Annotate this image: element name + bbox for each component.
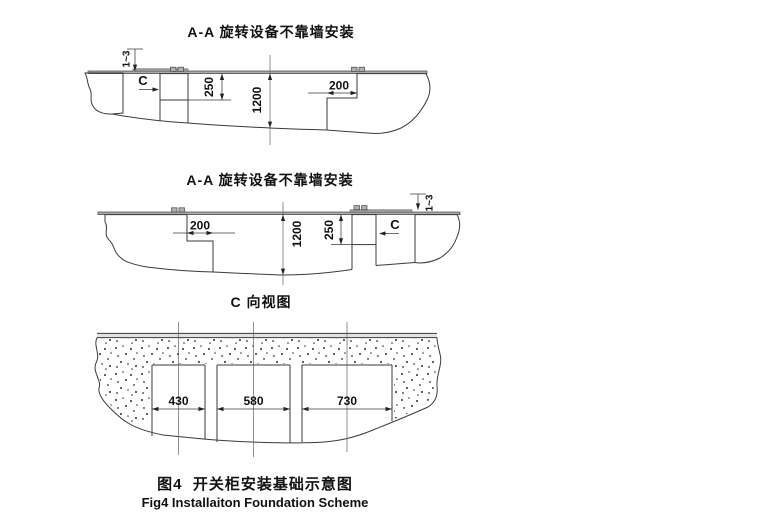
dim-foundation-depth: 1200 [280, 202, 304, 285]
concrete-outline [94, 337, 442, 444]
dim-pier-depth: 250 [322, 214, 344, 245]
anchor-bolt-icon [178, 207, 185, 213]
anchor-bolt-icon [358, 66, 365, 72]
figure-caption: 图4 开关柜安装基础示意图 Fig4 Installaiton Foundati… [85, 476, 425, 511]
stipple-fill [98, 338, 439, 424]
anchor-bolt-icon [170, 66, 177, 72]
concrete-right-block [326, 66, 431, 135]
anchor-bolt-icon [177, 66, 184, 72]
centerlines [178, 322, 348, 457]
concrete-pier [159, 66, 231, 123]
view3-drawing: 430 580 730 [94, 322, 442, 457]
view1-drawing: 1~3 C 250 1200 200 [84, 48, 431, 145]
dim-opening1-label: 430 [168, 394, 188, 408]
dim-step-width-label: 200 [329, 79, 349, 93]
dim-protrusion: 1~3 [410, 193, 436, 211]
section-c-marker: C [379, 217, 400, 236]
view1-title: A-A 旋转设备不靠墙安装 [187, 24, 355, 40]
dim-foundation-depth: 1200 [250, 55, 273, 145]
anchor-bolt-icon [351, 66, 358, 72]
arrow-right-icon [152, 87, 159, 92]
concrete-pier [331, 205, 377, 270]
dim-protrusion-label: 1~3 [122, 50, 133, 67]
foundation-bottom-line [212, 262, 416, 276]
dim-step-width: 200 [308, 79, 357, 96]
view2-drawing: 200 1200 250 C 1~3 [97, 193, 461, 285]
concrete-right-wedge [414, 214, 461, 264]
dim-foundation-depth-label: 1200 [250, 86, 264, 113]
dim-pier-depth-label: 250 [202, 77, 216, 97]
view2-title: A-A 旋转设备不靠墙安装 [186, 172, 354, 188]
concrete-left-block [104, 207, 214, 273]
dim-opening1-width: 430 [152, 394, 205, 412]
floor-surface-channel [97, 209, 461, 215]
dim-pier-depth: 250 [202, 73, 225, 100]
arrow-left-icon [379, 231, 386, 236]
dim-step-width-label: 200 [190, 219, 210, 233]
concrete-left-wedge [84, 72, 124, 115]
view3-title: C 向视图 [230, 294, 292, 310]
foundation-bottom-line [111, 113, 328, 131]
dim-opening3-label: 730 [337, 394, 357, 408]
floor-surface-channel [87, 68, 428, 74]
anchor-bolt-icon [361, 205, 368, 211]
dim-protrusion-label: 1~3 [425, 194, 436, 211]
floor-channel-rail [97, 332, 437, 339]
dim-step-width: 200 [173, 219, 235, 236]
figure-caption-en: Fig4 Installaiton Foundation Scheme [141, 494, 369, 510]
anchor-bolt-icon [171, 207, 178, 213]
section-c-marker: C [138, 73, 159, 92]
section-c-label: C [390, 217, 400, 232]
dim-protrusion: 1~3 [122, 48, 143, 71]
dim-opening3-width: 730 [302, 394, 392, 412]
section-c-label: C [138, 73, 148, 88]
dim-opening2-label: 580 [243, 394, 263, 408]
dim-opening2-width: 580 [217, 394, 290, 412]
figure-caption-zh: 图4 开关柜安装基础示意图 [157, 476, 353, 493]
dim-foundation-depth-label: 1200 [290, 220, 304, 247]
anchor-bolt-icon [353, 205, 360, 211]
dim-pier-depth-label: 250 [322, 220, 336, 240]
